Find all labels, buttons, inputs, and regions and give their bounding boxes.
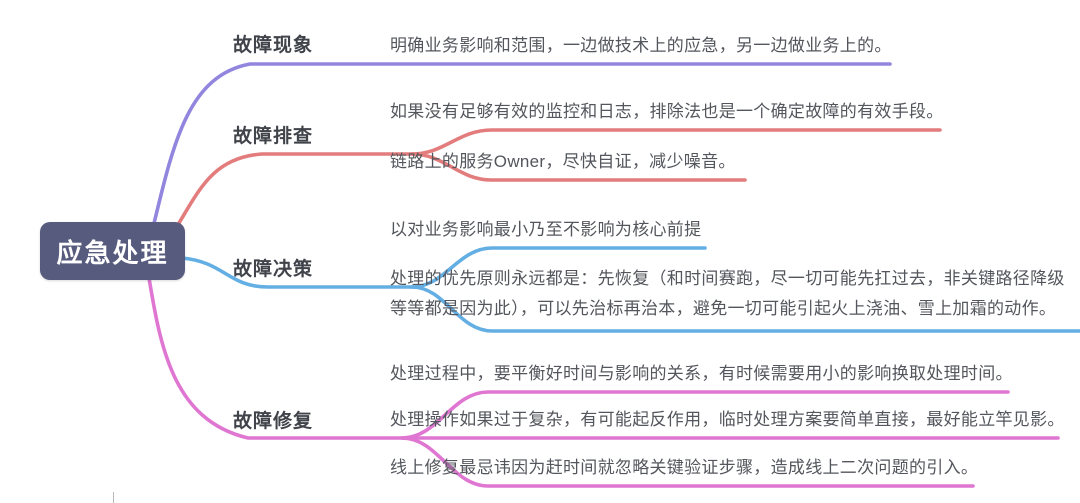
branch-label-fault-decision[interactable]: 故障决策 xyxy=(233,259,314,280)
branch-line-fault-repair-leaf1 xyxy=(400,390,1010,440)
leaf-decision-2[interactable]: 处理的优先原则永远都是：先恢复（和时间赛跑，尽一切可能先扛过去，非关键路径降级等… xyxy=(390,269,1065,318)
branch-line-fault-repair-leaf3 xyxy=(400,436,975,488)
branch-line-fault-decision-leaf2 xyxy=(410,285,1080,333)
leaf-troubleshooting-1[interactable]: 如果没有足够有效的监控和日志，排除法也是一个确定故障的有效手段。 xyxy=(390,102,944,121)
branch-line-fault-repair-main xyxy=(146,270,404,440)
cursor-artifact xyxy=(113,492,114,503)
leaf-repair-3[interactable]: 线上修复最忌讳因为赶时间就忽略关键验证步骤，造成线上二次问题的引入。 xyxy=(390,458,979,477)
leaf-repair-2[interactable]: 处理操作如果过于复杂，有可能起反作用，临时处理方案要简单直接，最好能立竿见影。 xyxy=(390,410,1065,429)
branch-label-fault-troubleshooting[interactable]: 故障排查 xyxy=(233,126,314,147)
branch-line-fault-troubleshooting-leaf2 xyxy=(410,152,747,182)
leaf-phenomenon-1[interactable]: 明确业务影响和范围，一边做技术上的应急，另一边做业务上的。 xyxy=(390,36,892,55)
branch-line-fault-decision-leaf1 xyxy=(410,246,707,289)
branch-line-fault-decision-main xyxy=(180,256,414,289)
branch-label-fault-repair[interactable]: 故障修复 xyxy=(233,411,314,432)
root-topic-node[interactable]: 应急处理 xyxy=(40,222,185,280)
branch-label-fault-phenomenon[interactable]: 故障现象 xyxy=(233,35,314,56)
leaf-troubleshooting-2[interactable]: 链路上的服务Owner，尽快自证，减少噪音。 xyxy=(390,152,736,171)
branch-line-fault-troubleshooting-leaf1 xyxy=(410,128,942,156)
branch-line-fault-troubleshooting-main xyxy=(166,152,414,242)
leaf-decision-1[interactable]: 以对业务影响最小乃至不影响为核心前提 xyxy=(390,220,702,239)
branch-line-fault-phenomenon xyxy=(148,62,892,242)
leaf-repair-1[interactable]: 处理过程中，要平衡好时间与影响的关系，有时候需要用小的影响换取处理时间。 xyxy=(390,364,1013,383)
